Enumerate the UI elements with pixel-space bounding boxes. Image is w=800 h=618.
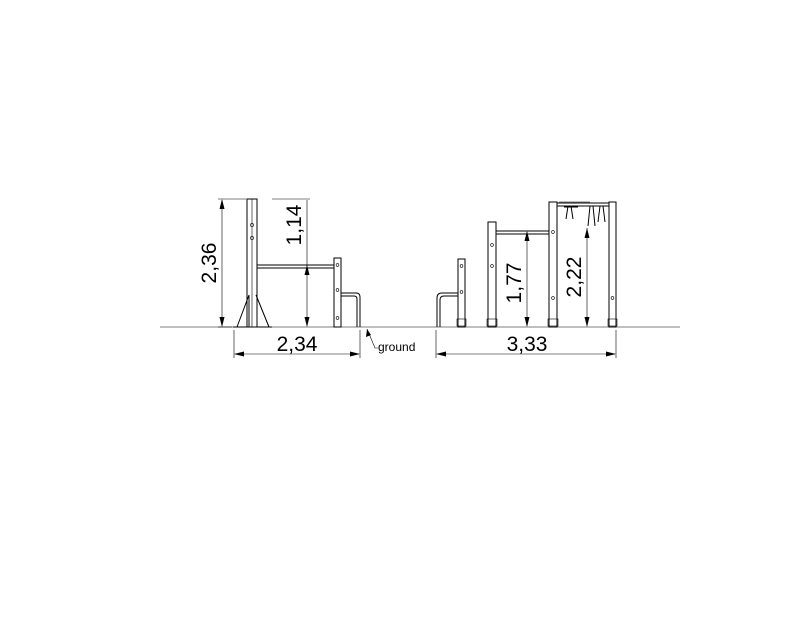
- dim-left-height-bar: 1,14: [283, 204, 306, 245]
- left-structure: [233, 198, 361, 328]
- dim-right-height-bar: 1,77: [503, 263, 526, 304]
- dim-left-width: 2,34: [277, 333, 318, 356]
- right-structure: [436, 201, 618, 328]
- dimension-right-height-bar: 1,77: [498, 230, 530, 327]
- dim-right-height-total: 2,22: [563, 257, 586, 298]
- dimension-left-width: 2,34: [233, 330, 361, 358]
- ground-label: ground: [378, 340, 415, 354]
- dimension-left-height-total: 2,36: [198, 198, 246, 328]
- ground-annotation: ground: [366, 328, 415, 354]
- dimension-left-height-bar: 1,14: [272, 198, 310, 327]
- dimension-right-height-total: 2,22: [559, 201, 590, 327]
- dim-left-height-total: 2,36: [198, 243, 221, 284]
- dim-right-width: 3,33: [507, 333, 548, 356]
- dimension-right-width: 3,33: [435, 330, 617, 358]
